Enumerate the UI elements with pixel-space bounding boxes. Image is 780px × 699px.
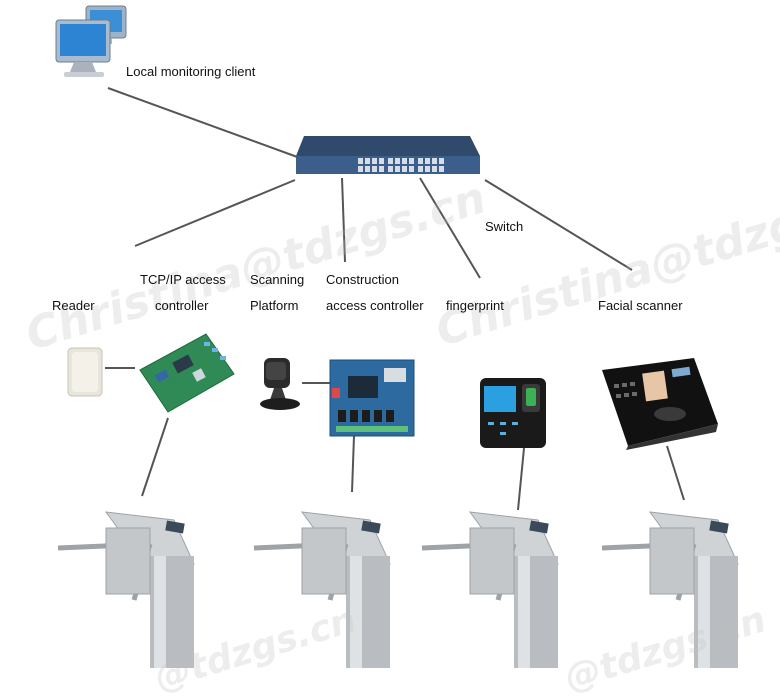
face-scanner-icon [602,358,718,450]
fingerprint-terminal-icon [480,378,546,448]
turnstile-icon [601,511,739,668]
label-construction-line2: access controller [326,298,424,313]
network-diagram: Christina@tdzgs.cn Christina@tdzgs.cn @t… [20,5,780,699]
card-reader-icon [67,347,103,397]
label-scanning-line2: Platform [250,298,299,313]
link-facial-turnstile [666,445,685,501]
label-construction-line1: Construction [326,272,399,287]
label-tcpip-line1: TCP/IP access [140,272,226,287]
controller-board-icon [329,359,415,437]
turnstile-icon [253,511,391,668]
label-switch: Switch [485,219,524,234]
link-fingerprint-turnstile [517,447,525,511]
barcode-scanner-icon [260,358,300,410]
turnstile-icon [57,511,195,668]
label-reader: Reader [52,298,95,313]
label-facial-scanner: Facial scanner [598,298,683,313]
link-switch-facial [484,179,633,271]
label-fingerprint: fingerprint [446,298,504,313]
label-scanning-line1: Scanning [250,272,305,287]
label-tcpip-line2: controller [155,298,209,313]
controller-board-icon [139,333,235,413]
link-switch-fingerprint [419,177,481,279]
link-switch-tcpip [134,179,296,247]
link-construction-turnstile [351,435,355,493]
monitor-icon [55,5,127,77]
link-tcpip-turnstile [141,417,169,497]
link-client-switch [107,87,301,159]
switch-icon [296,136,480,174]
link-switch-construction [341,177,346,263]
label-local-client: Local monitoring client [126,64,256,79]
connection-lines [105,87,685,511]
turnstile-icon [421,511,559,668]
